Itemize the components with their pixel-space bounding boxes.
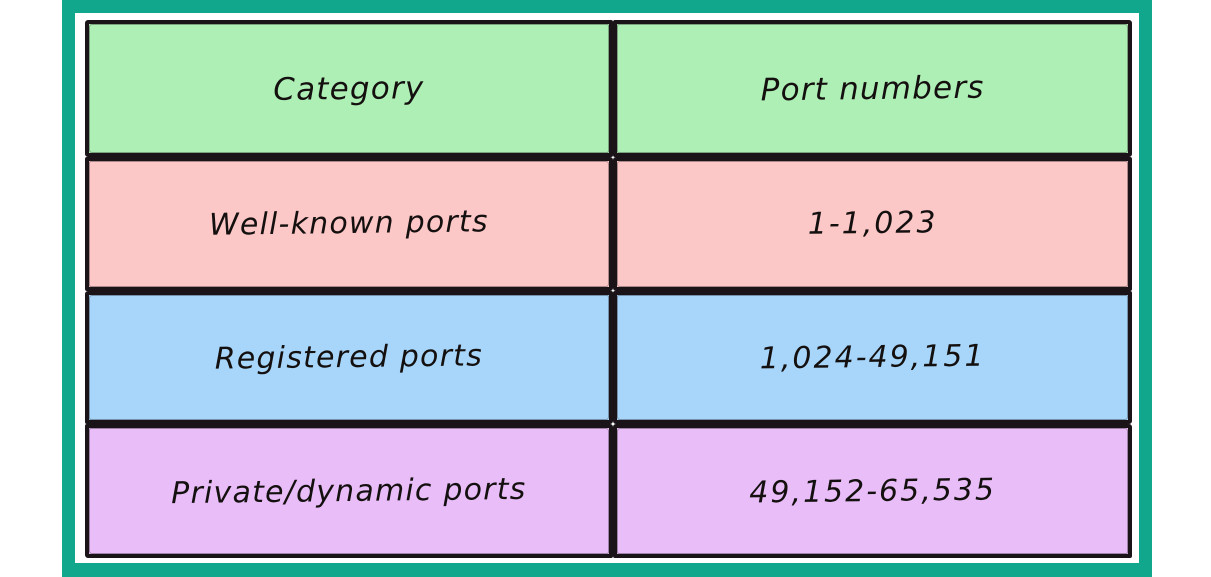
header-cell-category: Category — [85, 20, 613, 158]
table-row: Private/dynamic ports 49,152-65,535 — [85, 424, 1132, 558]
table-row: Well-known ports 1-1,023 — [85, 157, 1132, 291]
cell-ports-private-dynamic: 49,152-65,535 — [612, 424, 1132, 558]
cell-ports-registered: 1,024-49,151 — [612, 290, 1132, 425]
table-row: Registered ports 1,024-49,151 — [85, 290, 1132, 425]
cell-category-private-dynamic: Private/dynamic ports — [85, 424, 613, 558]
header-cell-port-numbers: Port numbers — [612, 20, 1132, 158]
value-ports-registered: 1,024-49,151 — [759, 338, 986, 377]
value-category-private-dynamic: Private/dynamic ports — [170, 471, 527, 511]
header-label-category: Category — [273, 69, 425, 108]
value-category-well-known: Well-known ports — [208, 204, 489, 244]
cell-category-registered: Registered ports — [85, 290, 613, 425]
cell-ports-well-known: 1-1,023 — [612, 157, 1132, 291]
port-ranges-table-wrapper: Category Port numbers Well-known ports 1… — [85, 20, 1132, 558]
cell-category-well-known: Well-known ports — [85, 157, 613, 291]
value-ports-private-dynamic: 49,152-65,535 — [748, 472, 996, 511]
value-category-registered: Registered ports — [214, 338, 484, 377]
header-label-port-numbers: Port numbers — [760, 69, 985, 108]
table-header-row: Category Port numbers — [85, 20, 1132, 158]
port-ranges-table: Category Port numbers Well-known ports 1… — [85, 20, 1132, 558]
value-ports-well-known: 1-1,023 — [807, 205, 938, 243]
